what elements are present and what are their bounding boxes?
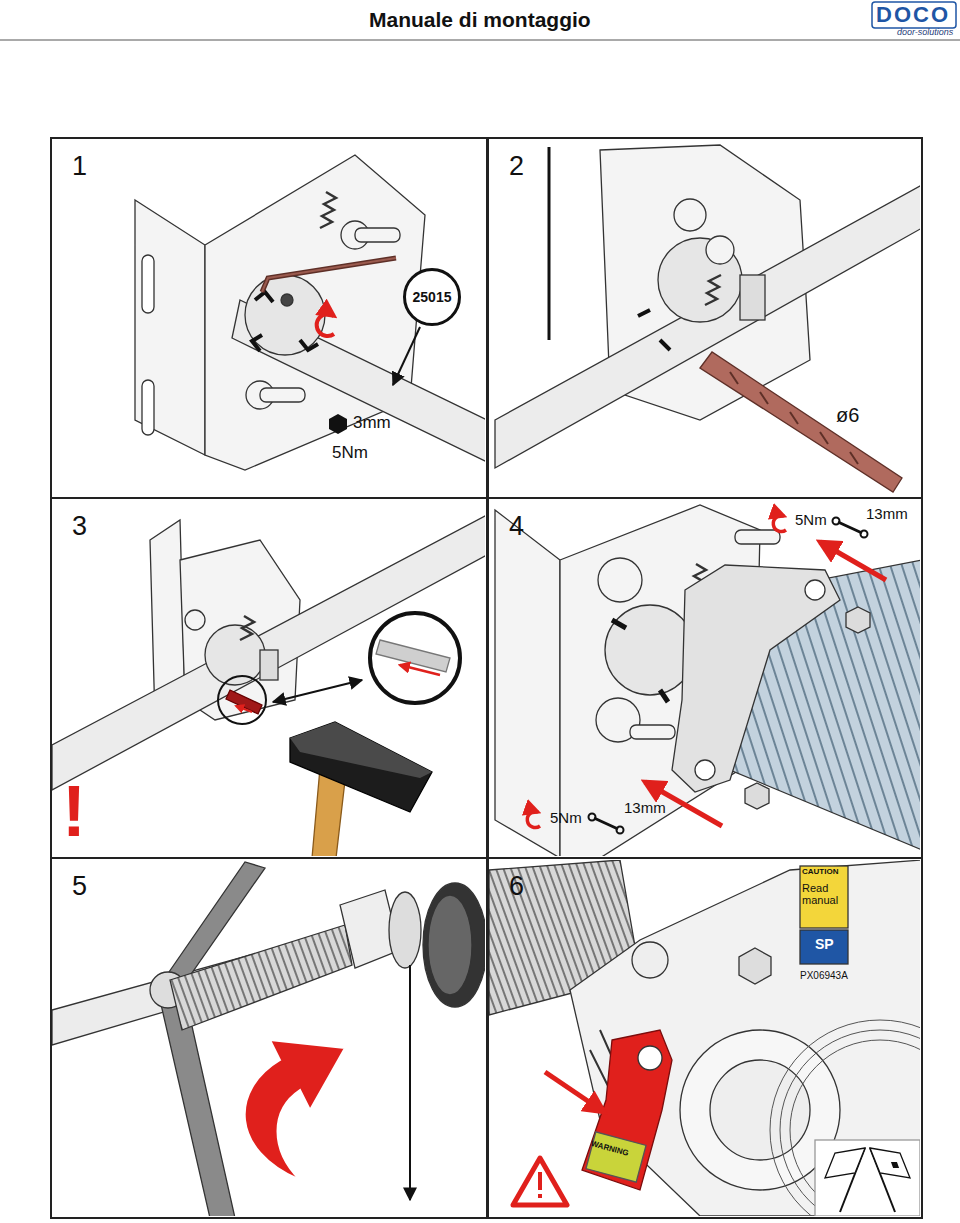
step-number: 5	[72, 873, 87, 900]
step-number: 3	[72, 513, 87, 540]
step-panel: 2	[487, 137, 923, 499]
step-number: 1	[72, 153, 87, 180]
wrench-size: 13mm	[624, 800, 666, 817]
brand-logo: DOCO	[876, 3, 950, 27]
warning-mark: !	[62, 772, 86, 851]
caution-sticker: Read manual	[802, 882, 846, 906]
step-panel: 6	[487, 857, 923, 1219]
step-panel: 4	[487, 497, 923, 859]
caution-sticker: CAUTION	[802, 868, 838, 877]
callout-circle: 25015	[403, 268, 461, 326]
step-number: 2	[509, 153, 524, 180]
torque-value: 5Nm	[550, 810, 582, 827]
page-title: Manuale di montaggio	[369, 8, 591, 31]
part-number: 25015	[413, 290, 452, 304]
step-panel: 5	[50, 857, 488, 1219]
torque-value: 5Nm	[332, 444, 368, 463]
step-number: 4	[509, 513, 524, 540]
step-panel: 1 25015	[50, 137, 488, 499]
part-code: PX06943A	[800, 970, 848, 981]
hex-key-size: 3mm	[353, 414, 391, 433]
brand-tagline: door-solutions	[897, 28, 953, 38]
drill-diameter: ø6	[836, 404, 859, 426]
step-number: 6	[509, 873, 524, 900]
maker-badge: SP	[815, 937, 834, 952]
torque-value: 5Nm	[795, 512, 827, 529]
step-panel: 3	[50, 497, 488, 859]
wrench-size: 13mm	[866, 506, 908, 523]
